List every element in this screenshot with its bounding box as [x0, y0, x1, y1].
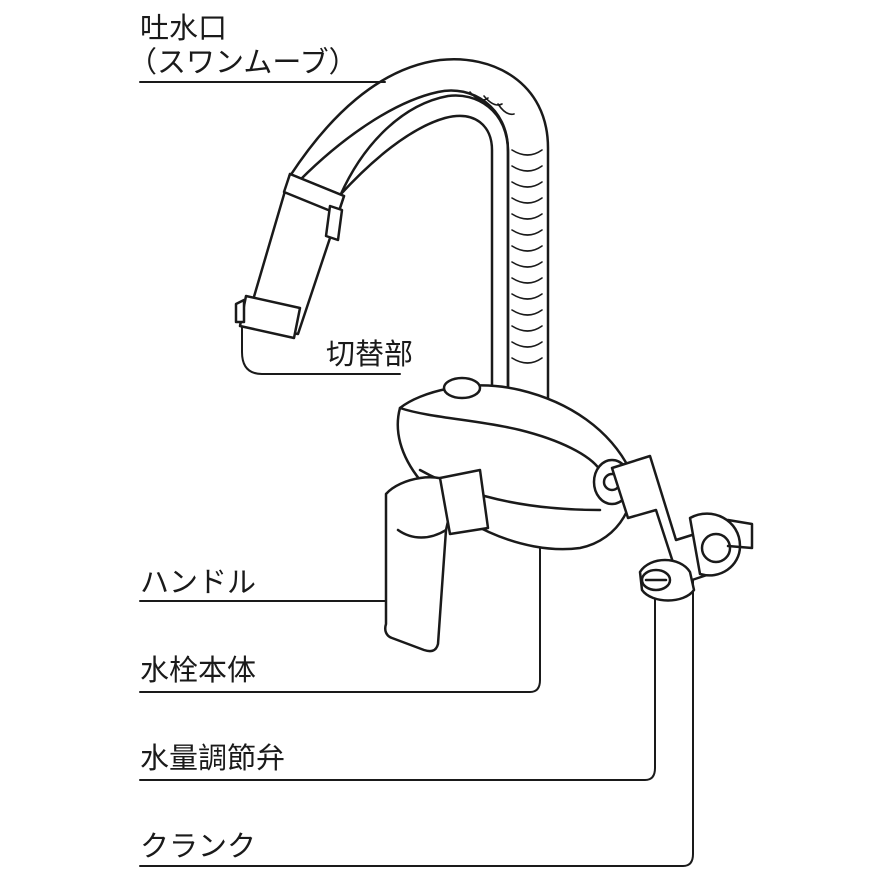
leader-valve	[139, 597, 656, 781]
crank-fitting	[688, 512, 742, 577]
leader-crank	[139, 559, 694, 867]
body-top-face	[398, 406, 602, 472]
switch-head	[234, 172, 346, 340]
crank-nut	[700, 532, 732, 564]
handle-lever	[384, 476, 458, 653]
spout-outer-curve	[288, 57, 550, 414]
switch-lever	[324, 204, 344, 242]
label-spout-line2: （スワンムーブ）	[128, 45, 358, 79]
switch-nozzle	[234, 298, 246, 324]
label-switch: 切替部	[326, 337, 414, 371]
spout-ribbing	[469, 91, 543, 364]
label-handle: ハンドル	[140, 565, 257, 599]
label-spout-line1: 吐水口	[140, 11, 228, 45]
spout-inner-curve	[338, 94, 510, 414]
crank	[610, 454, 754, 586]
flow-valve	[638, 558, 696, 602]
label-crank: クランク	[140, 829, 257, 863]
leader-switch	[241, 321, 401, 375]
label-body: 水栓本体	[140, 653, 257, 687]
handle	[384, 468, 490, 653]
body-mount-left	[442, 376, 482, 400]
leader-body	[139, 547, 541, 693]
handle-neck	[438, 468, 490, 536]
handle-edge	[396, 528, 448, 539]
leader-lines	[139, 81, 694, 867]
label-flow-valve: 水量調節弁	[140, 741, 286, 775]
crank-thread	[726, 518, 754, 550]
